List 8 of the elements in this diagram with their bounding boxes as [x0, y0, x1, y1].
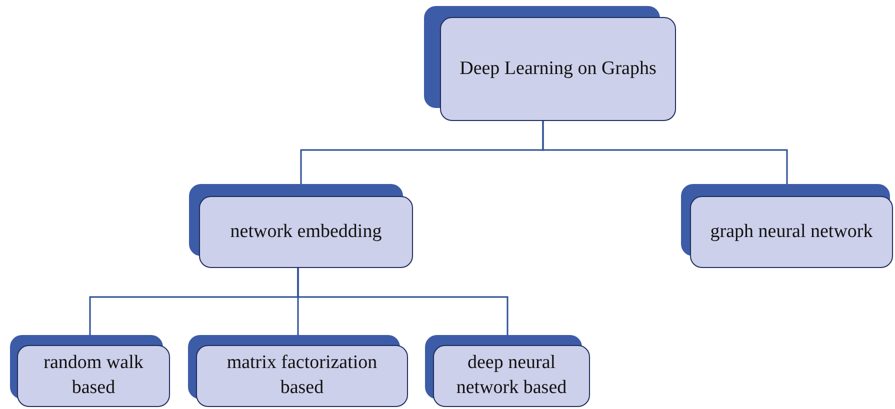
box-label: deep neural network based: [455, 351, 568, 400]
box-label: matrix factorization based: [226, 351, 378, 400]
box-label: network embedding: [229, 220, 383, 244]
box-label: graph neural network: [709, 220, 874, 244]
box-label: random walk based: [42, 351, 144, 400]
box-label: Deep Learning on Graphs: [458, 56, 658, 81]
connector-line: [297, 268, 508, 335]
connector-line: [542, 121, 788, 184]
